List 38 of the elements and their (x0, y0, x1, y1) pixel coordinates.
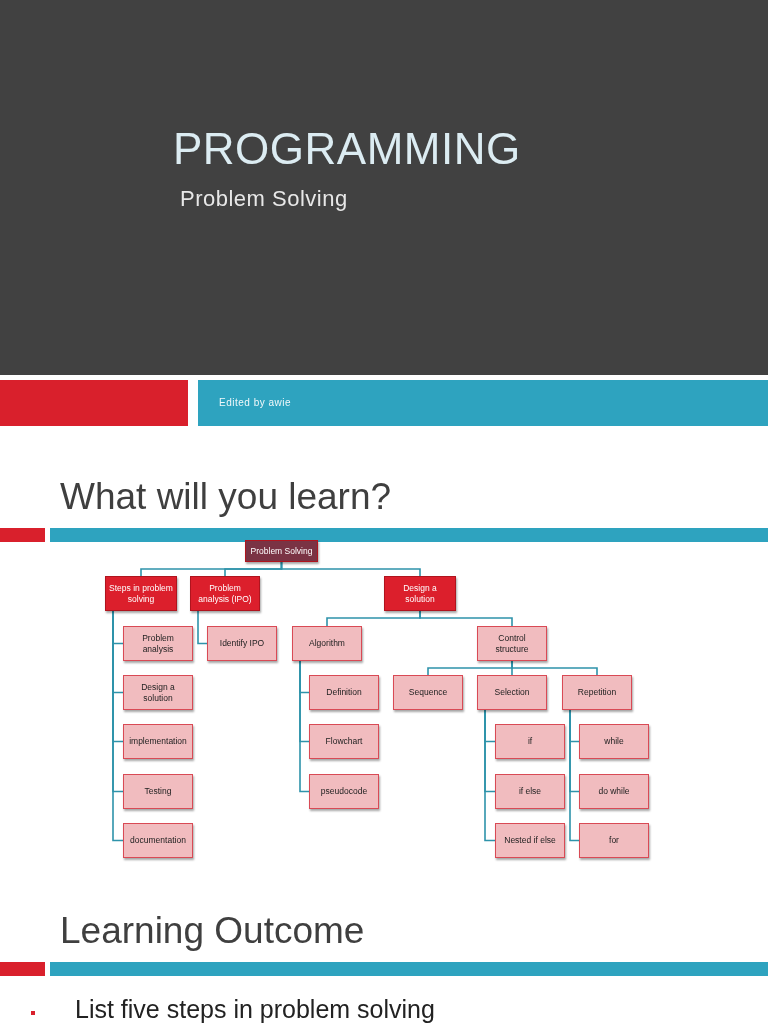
author-note: Edited by awie (219, 397, 292, 408)
connector-line (484, 709, 496, 842)
category-box: Problem Solving (245, 540, 318, 562)
connector-line (569, 709, 580, 842)
topic-box: do while (579, 774, 649, 809)
topic-box: implementation (123, 724, 193, 759)
topic-box: Flowchart (309, 724, 379, 759)
topic-box: for (579, 823, 649, 858)
topic-box: while (579, 724, 649, 759)
topic-box: Sequence (393, 675, 463, 710)
topic-box: Algorithm (292, 626, 362, 661)
topic-box: Repetition (562, 675, 632, 710)
topic-box: Identify IPO (207, 626, 277, 661)
topic-box: pseudocode (309, 774, 379, 809)
connector-line (112, 610, 124, 842)
connector-line (280, 561, 421, 577)
slide-title: PROGRAMMING (173, 124, 521, 174)
bullet-text: List five steps in problem solving (75, 995, 435, 1024)
topic-box: Control structure (477, 626, 547, 661)
topic-box: Design a solution (123, 675, 193, 710)
connector-line (419, 610, 513, 627)
slide-subtitle: Problem Solving (180, 186, 348, 212)
connector-line (197, 610, 208, 645)
section-heading: Learning Outcome (60, 910, 365, 952)
topic-box: Selection (477, 675, 547, 710)
category-box: Steps in problem solving (105, 576, 177, 611)
topic-box: documentation (123, 823, 193, 858)
connector-line (511, 660, 598, 676)
category-box: Design a solution (384, 576, 456, 611)
topic-box: Definition (309, 675, 379, 710)
topic-box: if (495, 724, 565, 759)
section-heading: What will you learn? (60, 476, 392, 518)
connector-line (299, 660, 310, 793)
category-box: Problem analysis (IPO) (190, 576, 260, 611)
topic-box: Nested if else (495, 823, 565, 858)
topic-box: Problem analysis (123, 626, 193, 661)
topic-box: Testing (123, 774, 193, 809)
topic-box: if else (495, 774, 565, 809)
